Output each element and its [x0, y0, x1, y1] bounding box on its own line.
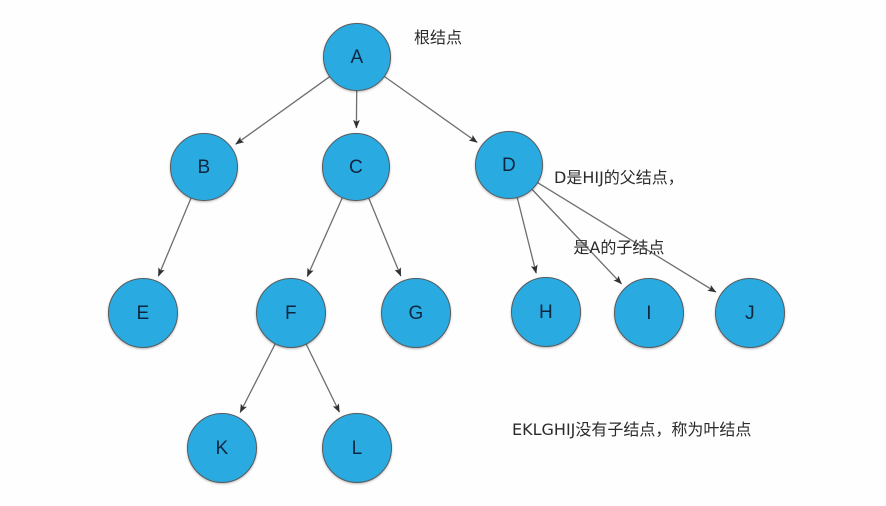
tree-node-a-label: A [350, 46, 364, 68]
tree-edge-f-k [239, 343, 277, 413]
leaf-node-annotation: EKLGHIJ没有子结点，称为叶结点 [512, 420, 752, 439]
tree-node-f-label: F [285, 302, 297, 324]
parent-child-annotation-line1: D是HIJ的父结点， [554, 168, 684, 188]
tree-edge-a-d [383, 75, 478, 143]
tree-node-k[interactable]: K [187, 413, 257, 483]
tree-edge-b-e [157, 197, 192, 277]
tree-node-d[interactable]: D [475, 131, 543, 199]
tree-node-g-label: G [408, 302, 424, 324]
tree-node-l-label: L [351, 437, 363, 459]
root-node-annotation: 根结点 [414, 28, 463, 47]
tree-edge-c-g [367, 197, 402, 277]
tree-node-e[interactable]: E [108, 278, 178, 348]
tree-node-j-label: J [745, 302, 755, 324]
tree-node-k-label: K [215, 437, 229, 459]
tree-edge-d-j [536, 181, 717, 293]
tree-node-c-label: C [348, 156, 364, 178]
tree-node-g[interactable]: G [381, 278, 451, 348]
tree-edge-c-f [306, 196, 344, 277]
tree-node-h[interactable]: H [511, 277, 581, 347]
tree-node-a[interactable]: A [323, 23, 391, 91]
parent-child-annotation-line2: 是A的子结点 [573, 237, 665, 257]
tree-node-d-label: D [501, 154, 517, 176]
tree-node-b-label: B [197, 156, 211, 178]
tree-node-i-label: I [646, 302, 652, 324]
tree-node-f[interactable]: F [256, 278, 326, 348]
tree-node-j[interactable]: J [715, 278, 785, 348]
tree-node-i[interactable]: I [614, 278, 684, 348]
tree-node-l[interactable]: L [322, 413, 392, 483]
tree-node-b[interactable]: B [170, 133, 238, 201]
tree-edge-f-l [305, 343, 340, 413]
tree-edge-a-b [235, 75, 331, 145]
tree-node-h-label: H [538, 301, 554, 323]
tree-node-c[interactable]: C [322, 133, 390, 201]
tree-edge-d-h [516, 196, 538, 274]
tree-edge-d-i [531, 188, 622, 285]
parent-child-annotation: D是HIJ的父结点， 是A的子结点 [554, 120, 684, 306]
tree-node-e-label: E [136, 302, 150, 324]
